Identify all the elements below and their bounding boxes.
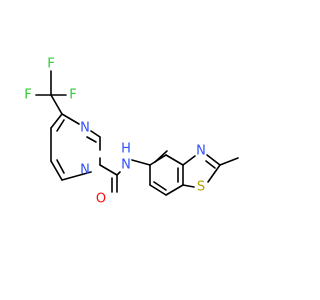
bond-pyr-c6-c5-inner — [56, 159, 65, 174]
bond-nh-aryl — [131, 159, 151, 166]
bond-pyr-c6-c5 — [50, 160, 63, 181]
bond-tz-c2-s1 — [207, 164, 221, 183]
bond-pyr-n3-c2 — [90, 130, 101, 138]
bond-tz-methyl — [219, 157, 239, 166]
bond-tz-n3-c2 — [206, 154, 221, 166]
bond-tz-c3a-n3 — [182, 155, 196, 166]
bond-cf3-to-ring — [50, 94, 63, 115]
bond-pyr-n1-c6 — [61, 171, 92, 181]
bond-pyr-c4-n3 — [61, 113, 80, 125]
atom-n-pyrimidine-bottom: N — [80, 163, 90, 178]
atom-f-top: F — [47, 57, 54, 72]
bond-bz-c7-c6 — [149, 184, 167, 196]
bond-pyr-c4-c5-link — [50, 113, 63, 129]
background — [0, 0, 300, 300]
bond-pyr-n3-c2-inner — [86, 136, 97, 143]
atom-f-left: F — [24, 88, 31, 103]
atom-n-thiazole: N — [196, 144, 206, 159]
atom-f-right: F — [69, 88, 76, 103]
bonds — [35, 70, 239, 196]
bond-c2-carbonyl — [99, 164, 118, 176]
atom-s-thiazole: S — [197, 180, 205, 195]
bond-tz-s1-c7a — [182, 184, 195, 188]
molecule-structure: F F F N N O N H N S — [0, 0, 300, 300]
atom-n-pyrimidine-top: N — [80, 121, 90, 136]
bond-bz-c4-c3a — [165, 154, 184, 166]
atom-o-carbonyl: O — [96, 192, 106, 207]
bond-bz-c7-c6-inner — [153, 181, 167, 191]
atom-nh-amide: N — [121, 158, 131, 173]
bond-bz-c5-c4-inner — [154, 150, 168, 163]
atom-h-amide: H — [121, 142, 131, 157]
bond-carbonyl-n — [116, 171, 121, 176]
atom-labels: F F F N N O N H N S — [24, 57, 206, 207]
bond-bz-c7a-c7 — [165, 184, 184, 196]
bond-pyr-c4-inner — [56, 119, 65, 132]
bond-tz-n3-c2-inner — [205, 160, 216, 169]
